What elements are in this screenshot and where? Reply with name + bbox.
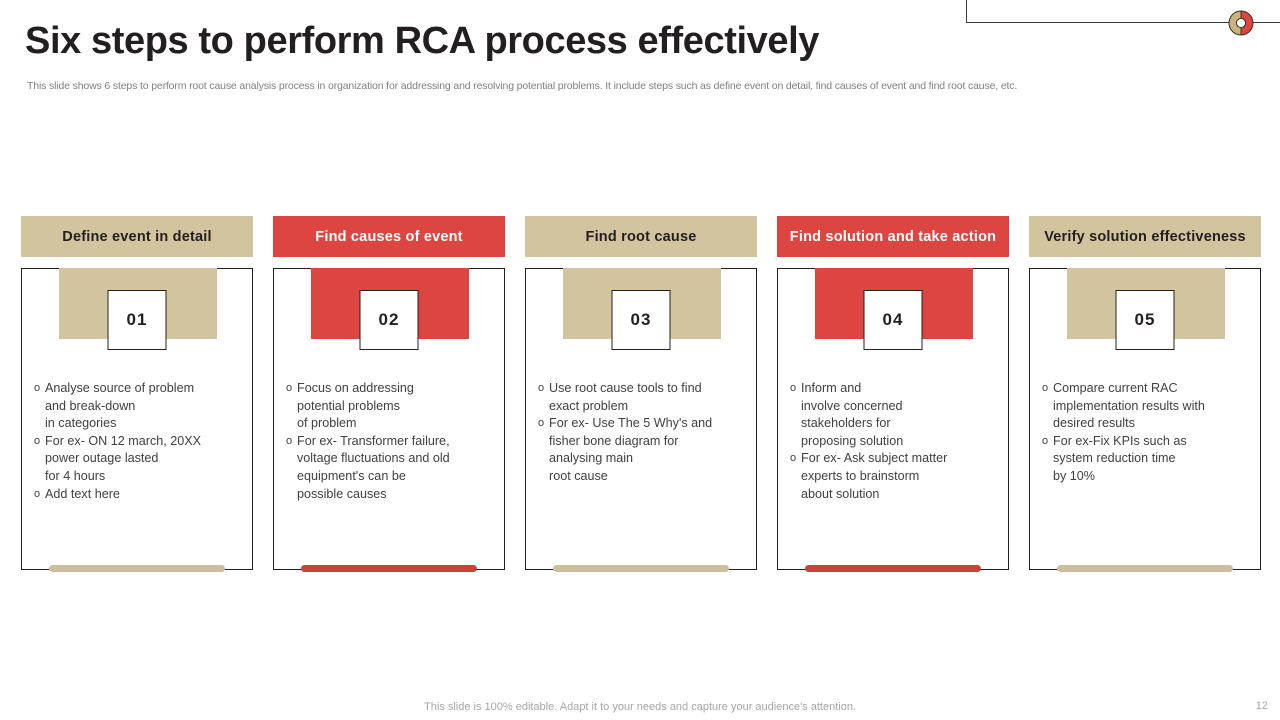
page-number: 12 bbox=[1255, 700, 1268, 712]
bullet-text: Add text here bbox=[45, 486, 120, 501]
list-item: o For ex-Fix KPIs such as system reductio… bbox=[1037, 433, 1254, 486]
step-column-05: Verify solution effectiveness 05 o Compare … bbox=[1029, 216, 1261, 572]
step-footer-accent-bar bbox=[553, 565, 729, 572]
step-card-05: 05 o Compare current RAC implementation re… bbox=[1029, 268, 1261, 572]
step-bullet-list: o Compare current RAC implementation resu… bbox=[1037, 380, 1254, 486]
bullet-circle-icon: o bbox=[33, 487, 41, 500]
step-number-badge: 02 bbox=[359, 290, 419, 350]
step-number-badge: 01 bbox=[107, 290, 167, 350]
step-header-01[interactable]: Define event in detail bbox=[21, 216, 253, 257]
list-item: o Inform and involve concerned stakeholde… bbox=[785, 380, 1002, 450]
bullet-text: For ex- Ask subject matter experts to br… bbox=[801, 451, 948, 501]
donut-logo-icon bbox=[1228, 10, 1254, 36]
step-footer-accent-bar bbox=[1057, 565, 1233, 572]
bullet-circle-icon: o bbox=[1041, 434, 1049, 447]
bullet-text: Use root cause tools to find exact probl… bbox=[549, 381, 702, 413]
step-number-badge: 05 bbox=[1115, 290, 1175, 350]
list-item: o For ex- ON 12 march, 20XX power outage … bbox=[29, 433, 246, 486]
step-column-04: Find solution and take action 04 o Inform a… bbox=[777, 216, 1009, 572]
step-bullet-list: o Focus on addressing potential problems … bbox=[281, 380, 498, 503]
step-column-02: Find causes of event 02 o Focus on addressi… bbox=[273, 216, 505, 572]
step-card-02: 02 o Focus on addressing potential problem… bbox=[273, 268, 505, 572]
bullet-text: For ex- ON 12 march, 20XX power outage l… bbox=[45, 433, 202, 483]
list-item: o For ex- Use The 5 Why's and fisher bone… bbox=[533, 415, 750, 485]
bullet-circle-icon: o bbox=[285, 382, 293, 394]
step-number-badge: 04 bbox=[863, 290, 923, 350]
steps-container: Define event in detail 01 o Analyse source … bbox=[21, 216, 1261, 572]
step-bullet-list: o Use root cause tools to find exact prob… bbox=[533, 380, 750, 486]
bullet-circle-icon: o bbox=[537, 382, 545, 394]
bullet-circle-icon: o bbox=[537, 417, 545, 430]
list-item: o For ex- Transformer failure, voltage fl… bbox=[281, 433, 498, 503]
step-number-badge: 03 bbox=[611, 290, 671, 350]
footer-note: This slide is 100% editable. Adapt it to… bbox=[424, 701, 856, 713]
list-item: o Analyse source of problem and break-dow… bbox=[29, 380, 246, 433]
bullet-text: For ex-Fix KPIs such as system reduction… bbox=[1053, 433, 1187, 483]
decoration-vertical-line bbox=[966, 0, 967, 23]
step-column-03: Find root cause 03 o Use root cause tools t… bbox=[525, 216, 757, 572]
bullet-circle-icon: o bbox=[33, 434, 41, 447]
bullet-text: Focus on addressing potential problems o… bbox=[297, 381, 414, 431]
step-header-03[interactable]: Find root cause bbox=[525, 216, 757, 257]
bullet-text: Analyse source of problem and break-down… bbox=[45, 381, 195, 431]
step-header-04[interactable]: Find solution and take action bbox=[777, 216, 1009, 257]
bullet-text: Inform and involve concerned stakeholder… bbox=[801, 381, 904, 448]
bullet-text: For ex- Transformer failure, voltage flu… bbox=[297, 433, 450, 501]
step-card-03: 03 o Use root cause tools to find exact pr… bbox=[525, 268, 757, 572]
list-item: o Add text here bbox=[29, 486, 246, 504]
step-bullet-list: o Analyse source of problem and break-dow… bbox=[29, 380, 246, 503]
step-bullet-list: o Inform and involve concerned stakeholde… bbox=[785, 380, 1002, 503]
step-footer-accent-bar bbox=[805, 565, 981, 572]
step-footer-accent-bar bbox=[301, 565, 477, 572]
decoration-horizontal-line bbox=[966, 22, 1280, 23]
bullet-circle-icon: o bbox=[1041, 382, 1049, 394]
bullet-circle-icon: o bbox=[285, 434, 293, 447]
bullet-text: For ex- Use The 5 Why's and fisher bone … bbox=[549, 416, 713, 483]
bullet-text: Compare current RAC implementation resul… bbox=[1053, 381, 1205, 431]
step-column-01: Define event in detail 01 o Analyse source … bbox=[21, 216, 253, 572]
header-decoration bbox=[966, 0, 1280, 44]
bullet-circle-icon: o bbox=[33, 382, 41, 394]
page-title: Six steps to perform RCA process effecti… bbox=[25, 20, 820, 62]
list-item: o Use root cause tools to find exact prob… bbox=[533, 380, 750, 415]
list-item: o Compare current RAC implementation resu… bbox=[1037, 380, 1254, 433]
list-item: o For ex- Ask subject matter experts to b… bbox=[785, 450, 1002, 503]
list-item: o Focus on addressing potential problems … bbox=[281, 380, 498, 433]
step-card-01: 01 o Analyse source of problem and break-d… bbox=[21, 268, 253, 572]
bullet-circle-icon: o bbox=[789, 452, 797, 465]
step-footer-accent-bar bbox=[49, 565, 225, 572]
step-header-02[interactable]: Find causes of event bbox=[273, 216, 505, 257]
page-subtitle: This slide shows 6 steps to perform root… bbox=[27, 80, 1018, 92]
step-header-05[interactable]: Verify solution effectiveness bbox=[1029, 216, 1261, 257]
bullet-circle-icon: o bbox=[789, 382, 797, 394]
step-card-04: 04 o Inform and involve concerned stakehol… bbox=[777, 268, 1009, 572]
